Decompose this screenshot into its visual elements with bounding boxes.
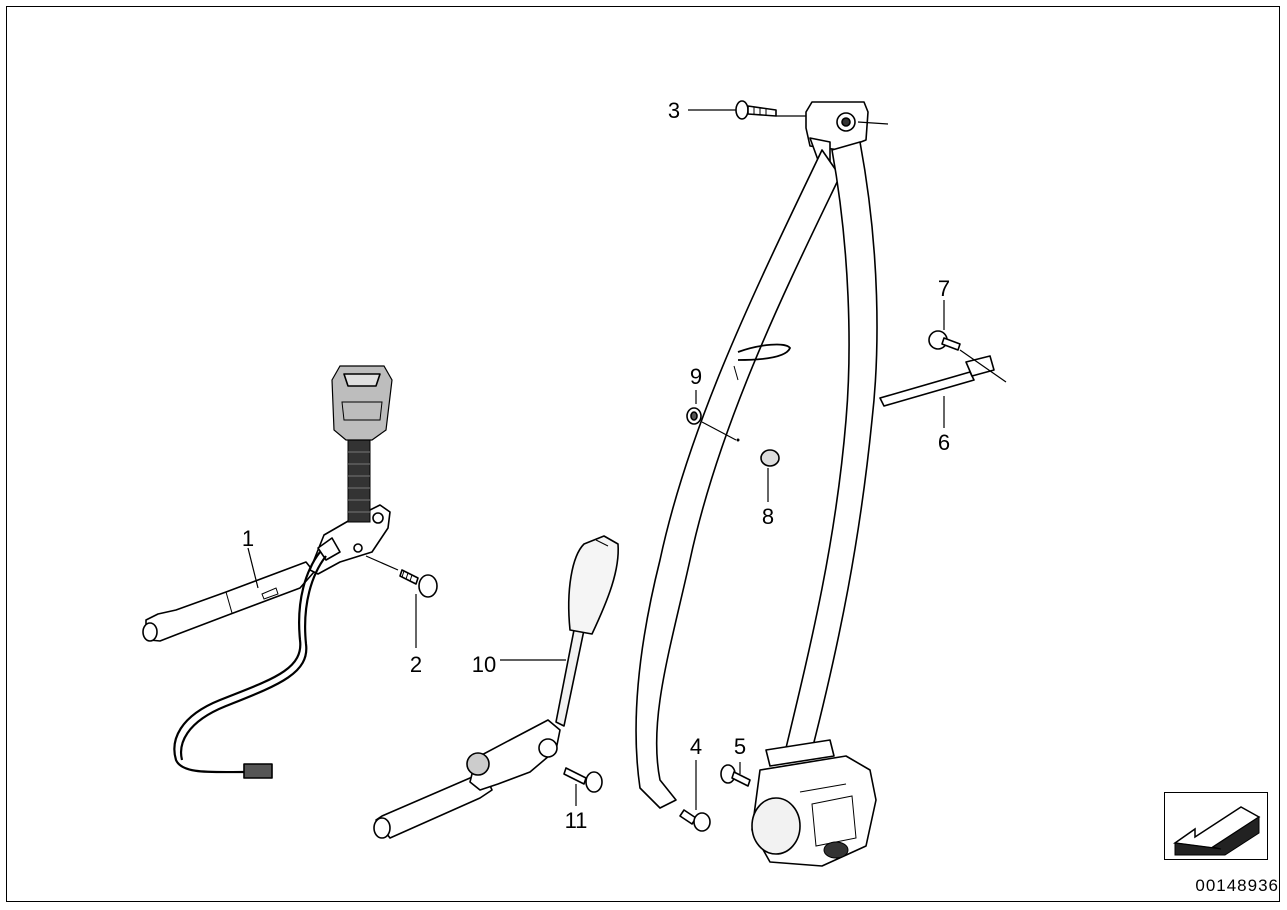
- seat-belt-strap: [635, 101, 878, 809]
- callout-11: 11: [565, 808, 588, 833]
- callout-4: 4: [690, 734, 702, 759]
- buckle-assembly-10: [373, 535, 619, 839]
- callout-10: 10: [472, 652, 496, 677]
- cap-8: [736, 438, 780, 467]
- bolt-2: [399, 569, 438, 598]
- document-number: 00148936: [1195, 876, 1279, 895]
- diagram-frame: [6, 6, 1280, 902]
- bracket-rod-6: [879, 355, 995, 407]
- callout-3: 3: [668, 98, 680, 123]
- callout-2: 2: [410, 652, 422, 677]
- arrow-down-left-icon[interactable]: [1164, 792, 1268, 860]
- bolt-7: [928, 330, 961, 351]
- bolt-3: [735, 100, 777, 120]
- washer-9: [686, 407, 702, 425]
- callout-6: 6: [938, 430, 950, 455]
- bolt-5: [720, 764, 751, 787]
- leader-lines: [247, 109, 1007, 810]
- callout-1: 1: [242, 526, 254, 551]
- callout-labels: 1 2 3 4 5 6 7 8 9 10 11: [242, 98, 950, 833]
- callout-5: 5: [734, 734, 746, 759]
- callout-7: 7: [938, 276, 950, 301]
- bolt-4: [679, 809, 711, 832]
- callout-9: 9: [690, 364, 702, 389]
- buckle-tensioner-assembly: [142, 365, 393, 779]
- belt-retractor: [751, 739, 877, 867]
- bolt-11: [563, 767, 603, 793]
- callout-8: 8: [762, 504, 774, 529]
